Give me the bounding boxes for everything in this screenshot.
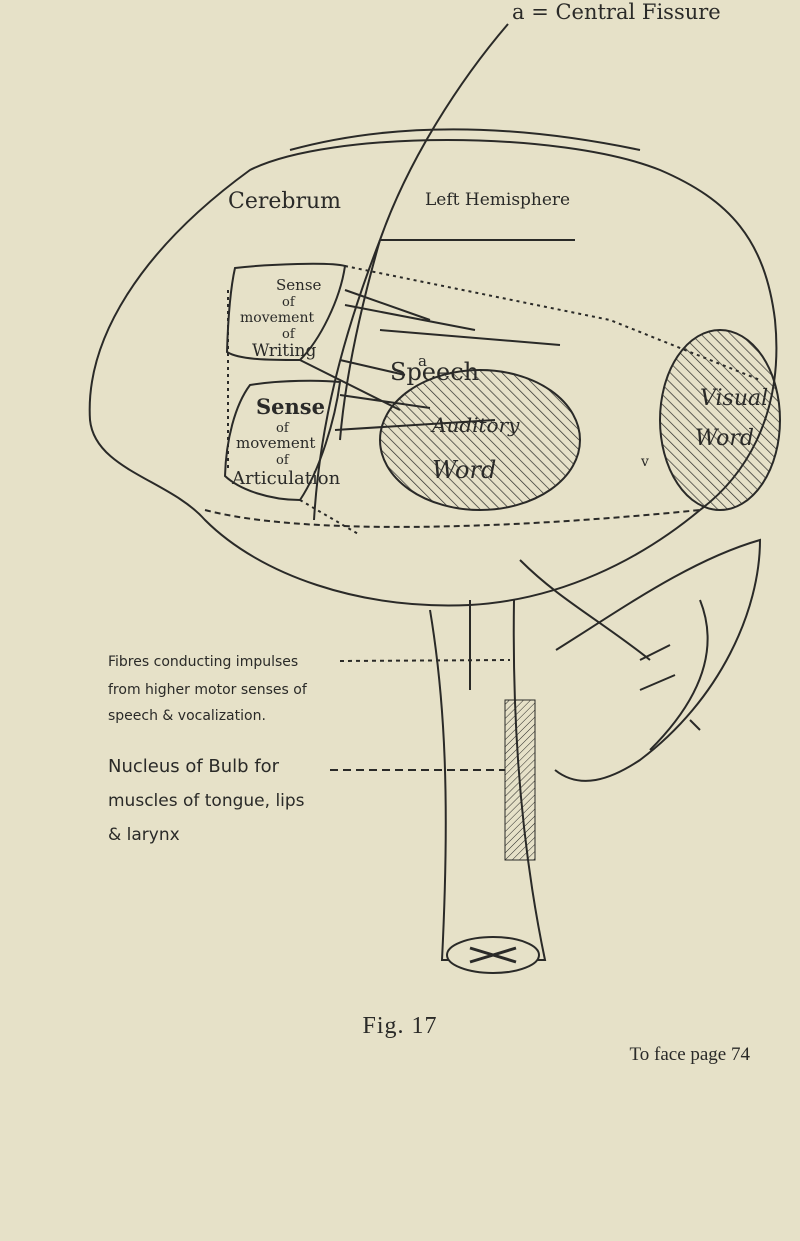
nucleus-line-3: & larynx [108, 825, 180, 845]
nucleus-line-1: Nucleus of Bulb for [108, 756, 280, 777]
visual-word-label: Word [695, 426, 754, 451]
figure-caption: Fig. 17 [362, 1013, 438, 1039]
left-hemisphere-label: Left Hemisphere [425, 190, 570, 210]
writing-label-4: of [282, 327, 296, 342]
visual-word-area [659, 329, 781, 511]
marker-a: a [418, 352, 427, 370]
articulation-label-5: Articulation [231, 468, 341, 489]
writing-label-5: Writing [252, 341, 316, 361]
writing-label-3: movement [240, 310, 314, 326]
hemisphere-lower-boundary [204, 509, 701, 528]
writing-label-2: of [282, 295, 296, 310]
articulation-label-1: Sense [256, 394, 325, 419]
auditory-word-label: Word [432, 456, 496, 484]
fibres-line-3: speech & vocalization. [108, 708, 266, 724]
auditory-word-area [379, 369, 581, 511]
speech-label: Speech [390, 358, 479, 386]
articulation-label-4: of [276, 453, 290, 468]
nucleus-line-2: muscles of tongue, lips [108, 791, 305, 811]
speech-area-box [339, 239, 575, 441]
writing-label-1: Sense [276, 276, 322, 294]
central-fissure-label: a = Central Fissure [512, 0, 721, 24]
articulation-label-3: movement [236, 434, 315, 452]
brain-outline [88, 139, 778, 607]
nucleus-hatched [504, 699, 536, 861]
fibres-line-2: from higher motor senses of [108, 682, 308, 698]
fibres-line-1: Fibres conducting impulses [108, 654, 298, 670]
cerebellum-outline [554, 538, 762, 782]
auditory-label: Auditory [430, 413, 520, 437]
face-page-note: To face page 74 [629, 1044, 750, 1065]
articulation-label-2: of [276, 421, 290, 436]
visual-label: Visual [700, 386, 768, 411]
hemisphere-inner-curve [289, 128, 641, 151]
marker-v: v [640, 454, 649, 470]
cerebrum-label: Cerebrum [228, 189, 341, 214]
